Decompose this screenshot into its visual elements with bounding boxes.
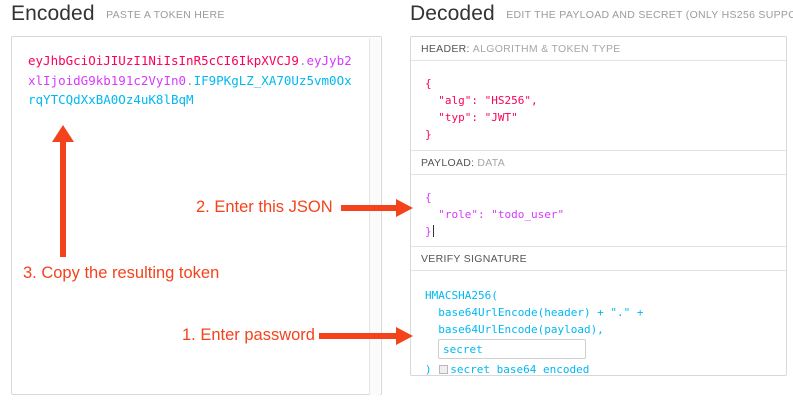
annotation-step-1: 1. Enter password — [182, 326, 315, 344]
secret-input[interactable] — [438, 339, 586, 359]
arrow-shaft — [319, 333, 397, 339]
arrow-head — [52, 125, 74, 142]
payload-json-text: { "role": "todo_user" } — [425, 191, 565, 238]
header-label-key: HEADER: — [421, 43, 470, 55]
decoded-subtitle: EDIT THE PAYLOAD AND SECRET (ONLY HS256 … — [506, 9, 793, 21]
annotation-step-3: 3. Copy the resulting token — [23, 264, 220, 282]
payload-json-editor[interactable]: { "role": "todo_user" } — [411, 175, 786, 247]
header-json-editor[interactable]: { "alg": "HS256", "typ": "JWT" } — [411, 61, 786, 151]
encoded-heading: Encoded PASTE A TOKEN HERE — [11, 2, 225, 26]
encoded-subtitle: PASTE A TOKEN HERE — [106, 9, 225, 21]
encoded-token-panel[interactable]: eyJhbGciOiJIUzI1NiIsInR5cCI6IkpXVCJ9.eyJ… — [11, 36, 382, 395]
token-payload-segment: eyJyb2xlIjoidG9kb191c2VyIn0 — [28, 53, 352, 88]
annotation-arrow-step-1 — [319, 327, 414, 345]
decoded-heading: Decoded EDIT THE PAYLOAD AND SECRET (ONL… — [410, 2, 793, 26]
token-signature-segment: IF9PKgLZ_XA70Uz5vm0OxrqYTCQdXxBA0Oz4uK8l… — [28, 72, 352, 108]
hmac-line-1: HMACSHA256( — [425, 289, 498, 302]
encoded-panel-scrollbar[interactable] — [369, 38, 380, 395]
annotation-arrow-step-3 — [52, 125, 74, 257]
hmac-line-3: base64UrlEncode(payload), — [425, 323, 604, 336]
close-paren: ) — [425, 363, 432, 376]
header-label-value: ALGORITHM & TOKEN TYPE — [472, 43, 621, 55]
payload-section-label: PAYLOAD:DATA — [411, 151, 786, 175]
arrow-head — [396, 199, 413, 217]
annotation-step-2: 2. Enter this JSON — [196, 198, 333, 216]
encoded-token-text[interactable]: eyJhbGciOiJIUzI1NiIsInR5cCI6IkpXVCJ9.eyJ… — [28, 51, 358, 110]
payload-label-value: DATA — [477, 157, 506, 169]
decoded-title: Decoded — [410, 2, 495, 25]
annotation-arrow-step-2 — [341, 199, 413, 217]
hmac-line-2: base64UrlEncode(header) + "." + — [425, 306, 644, 319]
token-header-segment: eyJhbGciOiJIUzI1NiIsInR5cCI6IkpXVCJ9 — [28, 53, 299, 68]
signature-editor: HMACSHA256( base64UrlEncode(header) + ".… — [411, 271, 786, 397]
token-separator-2: . — [186, 72, 194, 88]
base64-encoded-checkbox[interactable] — [439, 365, 449, 374]
header-section-label: HEADER:ALGORITHM & TOKEN TYPE — [411, 37, 786, 61]
arrow-shaft — [341, 205, 397, 211]
payload-label-key: PAYLOAD: — [421, 157, 475, 169]
arrow-head — [396, 327, 413, 345]
token-separator-1: . — [298, 53, 307, 68]
signature-label-key: VERIFY SIGNATURE — [421, 253, 527, 265]
encoded-title: Encoded — [11, 2, 95, 25]
decoded-panel: HEADER:ALGORITHM & TOKEN TYPE { "alg": "… — [410, 36, 787, 376]
signature-section-label: VERIFY SIGNATURE — [411, 247, 786, 271]
arrow-shaft — [60, 139, 66, 257]
base64-checkbox-label[interactable]: secret base64 encoded — [450, 363, 590, 376]
text-caret — [432, 225, 434, 237]
